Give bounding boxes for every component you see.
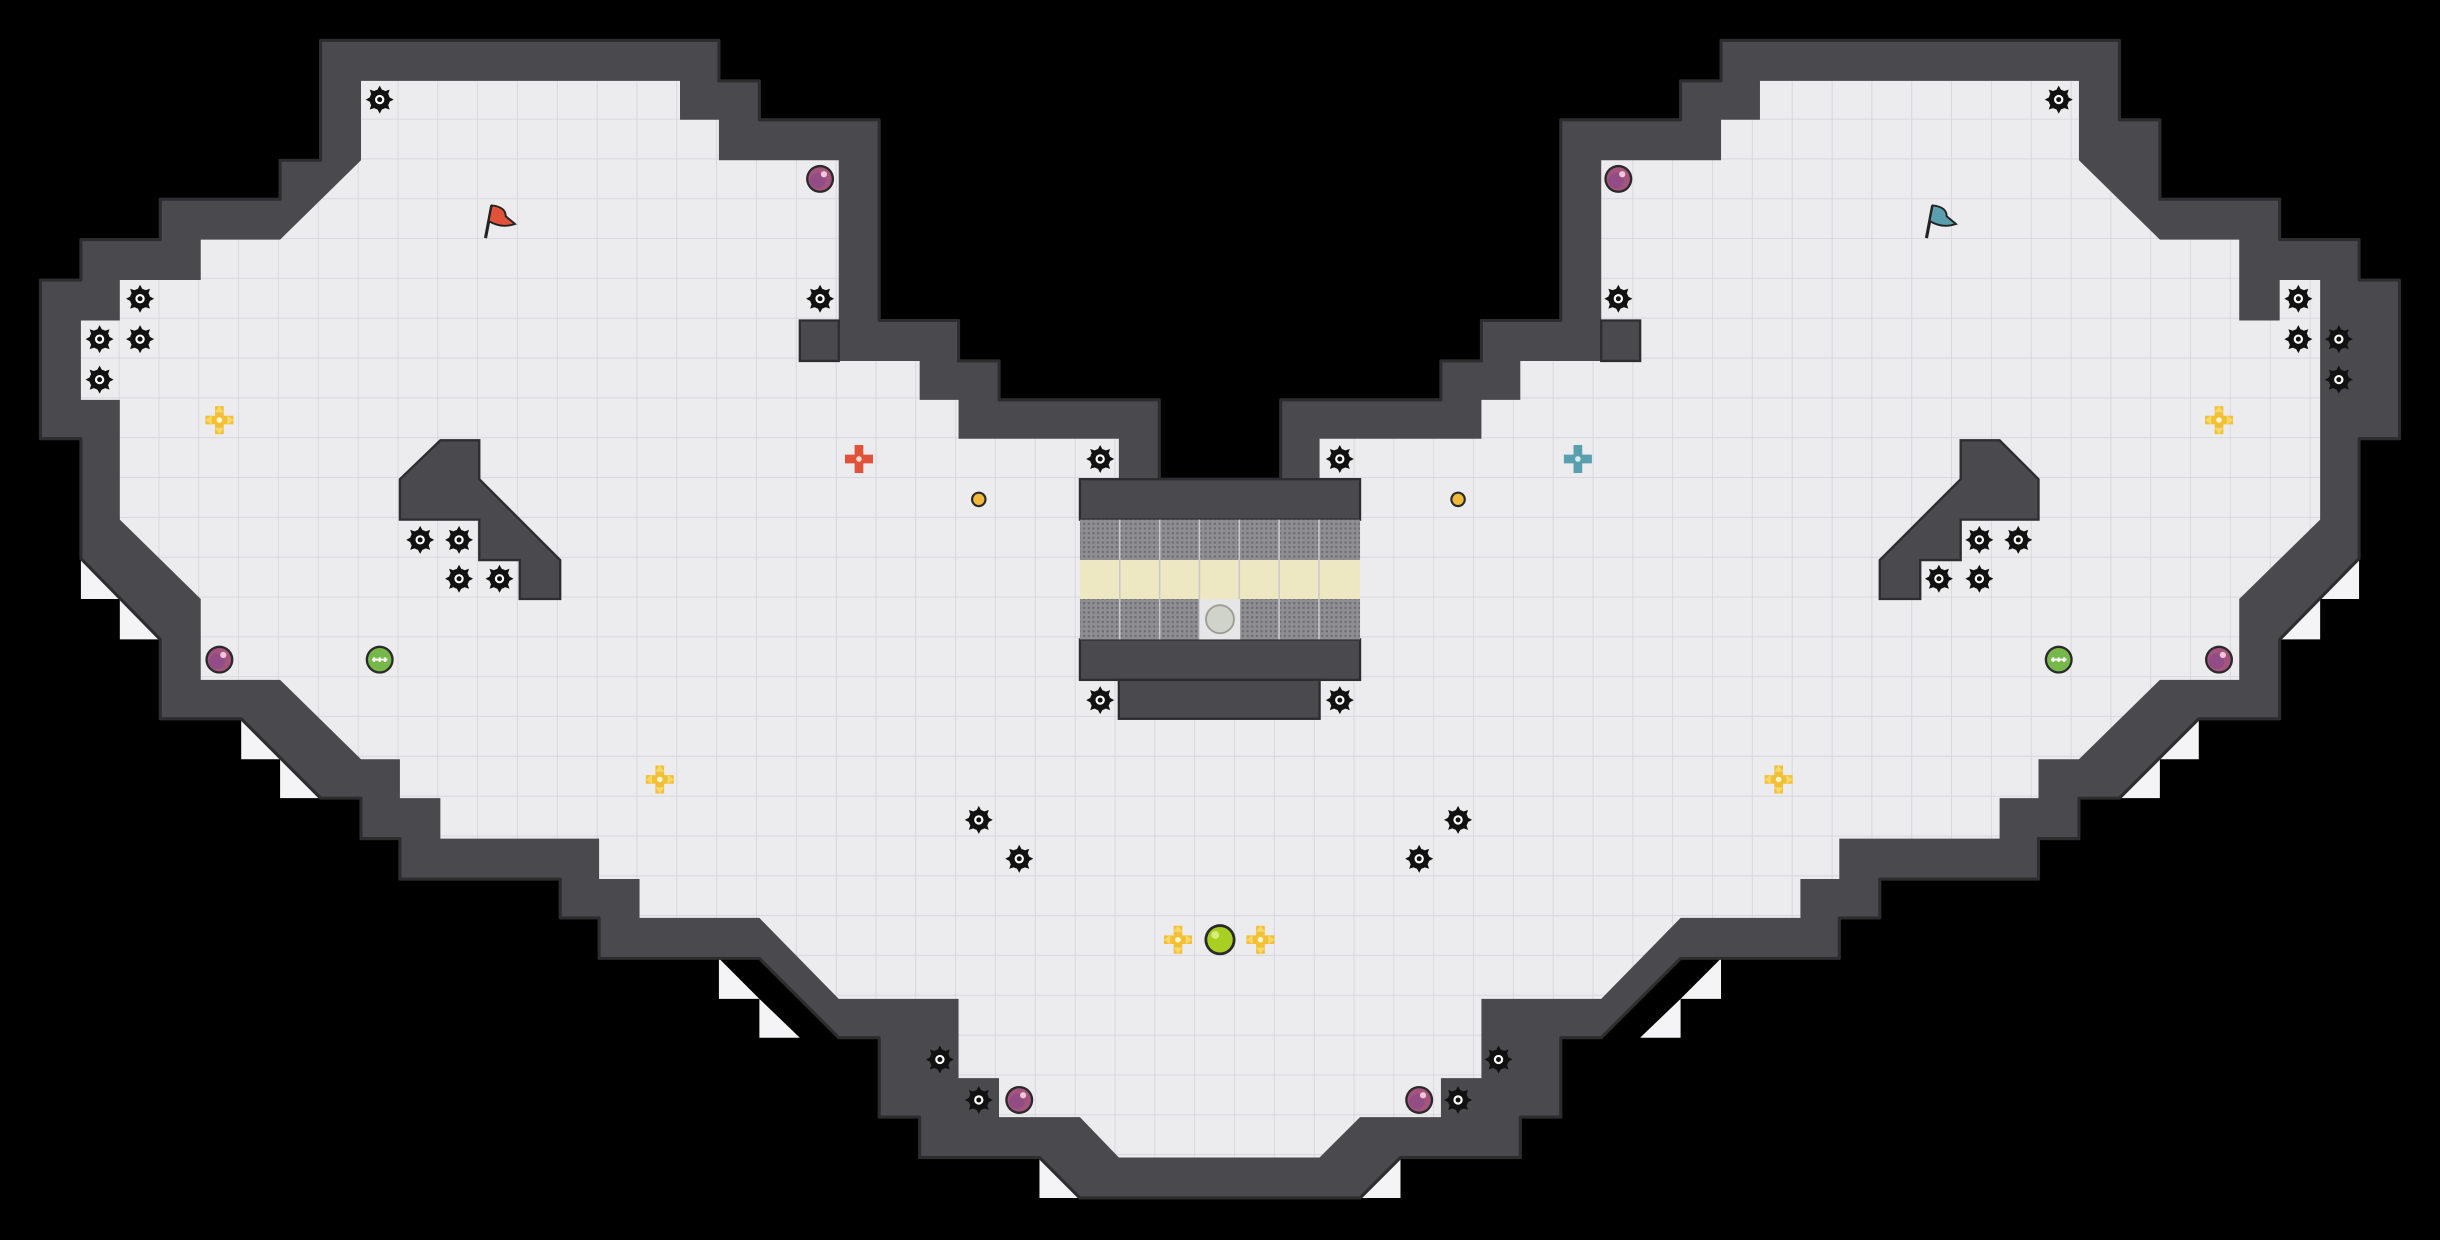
spike-icon (485, 564, 514, 593)
spike-icon (964, 805, 993, 834)
spike-icon (2004, 525, 2033, 554)
powerup-icon[interactable] (1405, 1085, 1434, 1114)
spike-icon (925, 1045, 954, 1074)
spike-icon (2044, 85, 2073, 114)
button-icon[interactable] (971, 491, 987, 508)
ball-icon[interactable] (1204, 924, 1236, 956)
powerup-icon[interactable] (205, 645, 234, 674)
spike-icon (1604, 284, 1633, 313)
spike-icon (126, 284, 155, 313)
spike-icon (2284, 284, 2313, 313)
spike-icon (1325, 444, 1354, 473)
spike-icon (1086, 686, 1115, 715)
spike-icon (85, 325, 114, 354)
spike-icon (806, 284, 835, 313)
spike-icon (1444, 1085, 1473, 1114)
spike-icon (1484, 1045, 1513, 1074)
button-icon[interactable] (1450, 491, 1466, 508)
spike-icon (406, 525, 435, 554)
powerup-icon[interactable] (2204, 645, 2234, 674)
spike-icon (445, 564, 474, 593)
spike-icon (1444, 805, 1473, 834)
spike-icon (85, 365, 114, 394)
spike-icon (1924, 564, 1953, 593)
spike-icon (964, 1085, 993, 1114)
center-gate (1078, 478, 1362, 720)
flag-icon[interactable] (483, 204, 517, 239)
spike-icon (1965, 564, 1994, 593)
spike-icon (2324, 325, 2353, 354)
powerup-icon[interactable] (1005, 1085, 1034, 1114)
spike-icon (2284, 325, 2313, 354)
spike-icon (1086, 444, 1115, 473)
spike-icon (1325, 686, 1354, 715)
powerup-icon[interactable] (1604, 164, 1633, 193)
inner-walls (398, 319, 2040, 601)
spike-icon (1965, 525, 1994, 554)
bomb-icon[interactable] (2043, 644, 2074, 675)
spike-icon (445, 525, 474, 554)
spike-icon (126, 325, 155, 354)
powerup-icon[interactable] (806, 164, 835, 193)
spike-icon (2324, 365, 2353, 394)
flag-icon[interactable] (1924, 204, 1958, 239)
bomb-icon[interactable] (364, 644, 395, 675)
spike-icon (1005, 844, 1034, 873)
spike-icon (365, 85, 394, 114)
spike-icon (1405, 844, 1434, 873)
